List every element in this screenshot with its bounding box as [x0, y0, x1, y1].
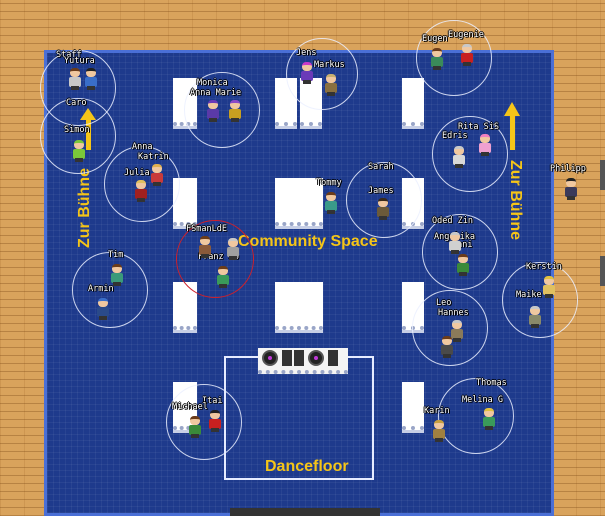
player-name: Anna: [132, 142, 153, 152]
player-avatar[interactable]: [448, 232, 462, 254]
conversation-bubble[interactable]: [412, 290, 488, 366]
player-name: Eugen: [422, 34, 448, 44]
conversation-bubble[interactable]: [184, 72, 260, 148]
conversation-bubble[interactable]: [166, 384, 242, 460]
player-name: Anna Marie: [190, 88, 242, 98]
player-avatar[interactable]: [456, 254, 470, 276]
player-name: James: [368, 186, 394, 196]
player-avatar[interactable]: [324, 192, 338, 214]
conversation-bubble[interactable]: [72, 252, 148, 328]
player-name: Hannes: [438, 308, 469, 318]
player-avatar[interactable]: [216, 266, 230, 288]
player-avatar[interactable]: [528, 306, 542, 328]
turntable-icon: [308, 350, 324, 366]
player-name: Itai: [202, 396, 223, 406]
player-avatar[interactable]: [460, 44, 474, 66]
zur-buehne-left-label: Zur Bühne: [76, 168, 93, 248]
player-name: Leo: [436, 298, 452, 308]
table: [275, 178, 323, 226]
player-avatar[interactable]: [206, 100, 220, 122]
player-name: Dani: [452, 240, 473, 250]
player-name: Tommy: [316, 178, 342, 188]
dancefloor-label: Dancefloor: [265, 458, 349, 475]
player-avatar[interactable]: [450, 320, 464, 342]
turntable-icon: [262, 350, 278, 366]
player-name: Karin: [424, 406, 450, 416]
player-name: Thomas: [476, 378, 507, 388]
zur-buehne-right-label: Zur Bühne: [507, 160, 524, 240]
player-name: Monica: [197, 78, 228, 88]
player-avatar[interactable]: [208, 410, 222, 432]
wall-segment: [600, 256, 605, 286]
player-name: Staff: [56, 50, 82, 60]
player-avatar[interactable]: [482, 408, 496, 430]
player-avatar[interactable]: [440, 336, 454, 358]
conversation-bubble[interactable]: [346, 162, 422, 238]
player-name: Kerstin: [526, 262, 562, 272]
speaker-icon: [294, 350, 304, 366]
player-avatar[interactable]: [134, 180, 148, 202]
player-avatar[interactable]: [150, 164, 164, 186]
player-name: Armin: [88, 284, 114, 294]
player-avatar[interactable]: [226, 238, 240, 260]
player-avatar[interactable]: [228, 100, 242, 122]
arrow-up-icon: [504, 102, 520, 116]
speaker-icon: [328, 350, 338, 366]
player-name: Yutura: [64, 56, 95, 66]
active-conversation-bubble[interactable]: [176, 220, 254, 298]
player-avatar[interactable]: [96, 298, 110, 320]
player-avatar[interactable]: [376, 198, 390, 220]
player-name: Markus: [314, 60, 345, 70]
player-name: Julia: [124, 168, 150, 178]
arrow-up-icon: [510, 116, 515, 150]
player-name: Rita SiS: [458, 122, 499, 132]
player-name: Caro: [66, 98, 87, 108]
player-avatar[interactable]: [198, 236, 212, 258]
speaker-icon: [282, 350, 292, 366]
conversation-bubble[interactable]: [502, 262, 578, 338]
player-name: Michael: [172, 402, 208, 412]
player-name: Philipp: [550, 164, 586, 174]
player-name: Sarah: [368, 162, 394, 172]
table: [275, 282, 323, 330]
player-name: Katrin: [138, 152, 169, 162]
table: [402, 78, 424, 126]
player-name: Jens: [296, 48, 317, 58]
conversation-bubble[interactable]: [104, 146, 180, 222]
conversation-bubble[interactable]: [40, 98, 116, 174]
conversation-bubble[interactable]: [416, 20, 492, 96]
player-avatar[interactable]: [324, 74, 338, 96]
table: [402, 382, 424, 430]
player-avatar[interactable]: [542, 276, 556, 298]
player-avatar[interactable]: [564, 178, 578, 200]
player-avatar[interactable]: [72, 140, 86, 162]
player-avatar[interactable]: [478, 134, 492, 156]
wall-segment: [600, 160, 605, 190]
player-name: Simon: [64, 125, 90, 135]
conversation-bubble[interactable]: [286, 38, 358, 110]
player-avatar[interactable]: [68, 68, 82, 90]
player-avatar[interactable]: [110, 264, 124, 286]
bottom-door: [230, 508, 380, 516]
player-name: Melina G: [462, 395, 503, 405]
conversation-bubble[interactable]: [432, 116, 508, 192]
player-avatar[interactable]: [300, 62, 314, 84]
conversation-bubble[interactable]: [438, 378, 514, 454]
player-name: FSmanLdE: [186, 224, 227, 234]
player-name: Edris: [442, 131, 468, 141]
dj-booth[interactable]: [258, 348, 348, 374]
conversation-bubble[interactable]: [422, 214, 498, 290]
community-space-label: Community Space: [238, 233, 378, 250]
player-name: Eugenie: [448, 30, 484, 40]
player-name: Franz Jo: [198, 252, 239, 262]
player-avatar[interactable]: [432, 420, 446, 442]
player-avatar[interactable]: [84, 68, 98, 90]
player-avatar[interactable]: [188, 416, 202, 438]
player-avatar[interactable]: [430, 48, 444, 70]
player-avatar[interactable]: [452, 146, 466, 168]
player-name: Maike: [516, 290, 542, 300]
player-name: Oded Zin: [432, 216, 473, 226]
player-name: Tim: [108, 250, 124, 260]
